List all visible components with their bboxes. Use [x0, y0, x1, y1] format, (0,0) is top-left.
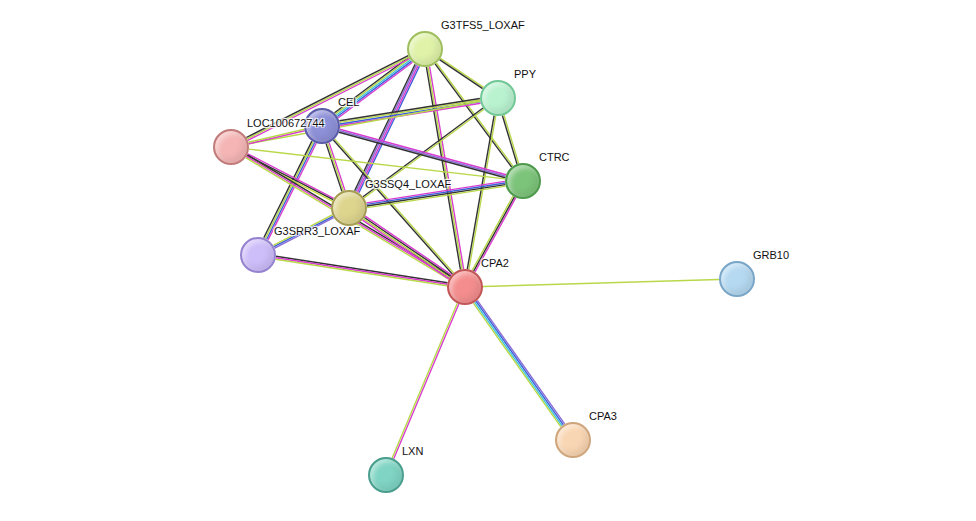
node-label: CEL — [338, 96, 359, 108]
interaction-edge — [339, 99, 480, 126]
evidence-line — [276, 259, 448, 286]
node-label: LXN — [402, 445, 423, 457]
node-label: G3TFS5_LOXAF — [441, 19, 525, 31]
evidence-line — [248, 154, 334, 199]
interaction-edge — [339, 129, 506, 178]
evidence-line — [430, 67, 464, 270]
evidence-line — [473, 303, 560, 427]
interaction-edge — [426, 67, 463, 270]
node-circle — [331, 190, 367, 226]
node-label: PPY — [514, 68, 536, 80]
protein-node: G3SRR3_LOXAF — [240, 237, 276, 273]
protein-node: CPA2 — [447, 269, 483, 305]
interaction-edge — [440, 58, 484, 88]
interaction-edge — [363, 216, 452, 279]
evidence-line — [248, 129, 304, 142]
protein-node: GRB10 — [719, 261, 755, 297]
evidence-line — [363, 219, 449, 278]
evidence-line — [440, 58, 483, 87]
node-circle — [447, 269, 483, 305]
evidence-line — [363, 220, 449, 279]
evidence-line — [392, 303, 457, 458]
protein-node: LOC100672744 — [213, 129, 249, 165]
node-circle — [480, 80, 516, 116]
evidence-line — [276, 258, 447, 285]
interaction-edge — [483, 280, 719, 287]
evidence-line — [276, 256, 448, 283]
evidence-line — [246, 158, 449, 280]
evidence-line — [249, 131, 305, 144]
evidence-line — [326, 144, 342, 192]
evidence-line — [483, 280, 719, 287]
evidence-line — [476, 301, 563, 425]
evidence-line — [477, 300, 564, 424]
node-label: G3SRR3_LOXAF — [274, 225, 360, 237]
evidence-line — [440, 60, 483, 89]
interaction-edge — [392, 303, 459, 458]
interaction-edge — [473, 300, 564, 426]
interaction-edge — [502, 115, 518, 164]
evidence-line — [502, 116, 517, 165]
node-label: G3SSQ4_LOXAF — [365, 178, 451, 190]
evidence-line — [472, 196, 513, 270]
evidence-line — [339, 99, 479, 121]
node-circle — [505, 163, 541, 199]
protein-node: PPY — [480, 80, 516, 116]
node-circle — [240, 237, 276, 273]
evidence-line — [359, 66, 420, 193]
evidence-line — [504, 115, 519, 164]
protein-node: LXN — [368, 457, 404, 493]
interaction-edge — [363, 108, 484, 198]
evidence-line — [340, 129, 506, 175]
interaction-edge — [276, 256, 448, 286]
evidence-line — [365, 216, 451, 275]
node-circle — [407, 31, 443, 67]
evidence-line — [467, 116, 494, 270]
evidence-line — [469, 116, 496, 270]
interaction-edge — [249, 149, 505, 179]
interaction-edge — [467, 116, 495, 270]
evidence-line — [358, 66, 419, 193]
evidence-line — [364, 218, 450, 277]
node-circle — [719, 261, 755, 297]
protein-node: G3TFS5_LOXAF — [407, 31, 443, 67]
evidence-line — [474, 197, 515, 271]
node-label: CPA2 — [481, 257, 509, 269]
evidence-line — [475, 302, 562, 426]
node-circle — [368, 457, 404, 493]
protein-node: G3SSQ4_LOXAF — [331, 190, 367, 226]
interaction-edge — [246, 155, 451, 279]
protein-node: CTRC — [505, 163, 541, 199]
interaction-edge — [355, 64, 420, 193]
node-label: CTRC — [539, 151, 570, 163]
interaction-edge — [472, 196, 516, 272]
node-label: GRB10 — [753, 249, 789, 261]
evidence-line — [249, 149, 505, 179]
evidence-line — [475, 198, 516, 272]
evidence-line — [340, 100, 480, 122]
evidence-line — [426, 67, 460, 270]
evidence-line — [428, 67, 462, 269]
node-circle — [213, 129, 249, 165]
node-label: LOC100672744 — [247, 117, 325, 129]
protein-node: CPA3 — [555, 422, 591, 458]
interaction-edge — [248, 129, 304, 143]
evidence-line — [338, 62, 412, 118]
evidence-line — [328, 143, 344, 191]
node-label: CPA3 — [589, 410, 617, 422]
evidence-line — [394, 304, 459, 459]
interaction-edge — [246, 154, 333, 201]
node-circle — [555, 422, 591, 458]
